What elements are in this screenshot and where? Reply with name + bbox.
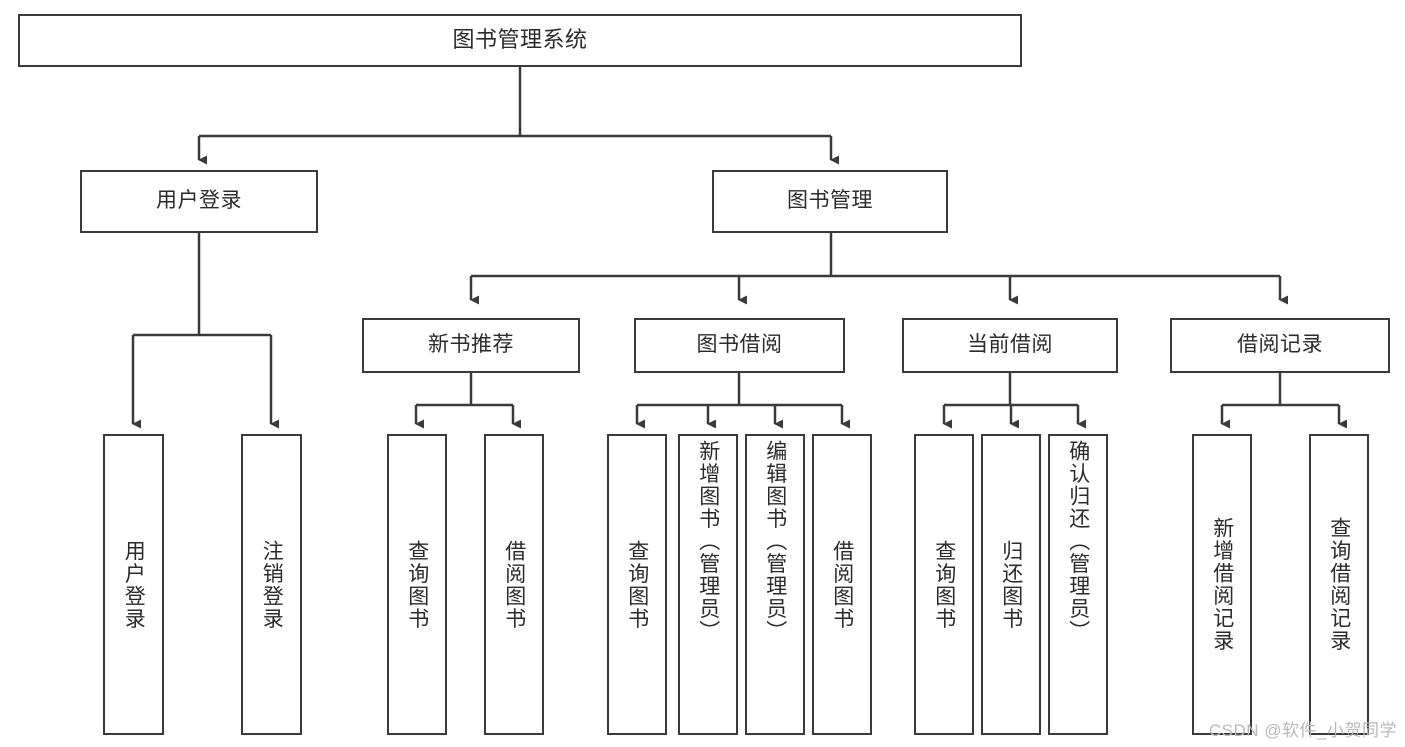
node-new-book-recommend[interactable]: 新书推荐 [362,318,580,373]
node-label: 借阅图书 [830,539,854,630]
node-borrow-record[interactable]: 借阅记录 [1170,318,1390,373]
node-label: 归还图书 [999,539,1023,630]
node-book-management-system[interactable]: 图书管理系统 [18,14,1022,67]
leaf-borrow-book[interactable]: 借阅图书 [812,434,872,735]
node-label: 图书借阅 [696,333,783,357]
node-label: 借阅图书 [502,539,526,630]
leaf-add-book-admin[interactable]: 新增图书（管理员） [678,434,738,735]
leaf-borrow-book-recommend[interactable]: 借阅图书 [484,434,544,735]
leaf-add-borrow-record[interactable]: 新增借阅记录 [1192,434,1252,735]
node-label: 用户登录 [122,539,146,630]
leaf-query-book-borrow[interactable]: 查询图书 [607,434,667,735]
leaf-edit-book-admin[interactable]: 编辑图书（管理员） [745,434,805,735]
node-label: 图书管理 [787,189,873,213]
node-label: 新增图书（管理员） [696,440,720,643]
node-label: 查询图书 [405,539,429,630]
node-label: 查询借阅记录 [1327,517,1351,652]
node-label: 图书管理系统 [452,27,588,53]
node-label: 借阅记录 [1237,333,1323,357]
leaf-query-book-current[interactable]: 查询图书 [914,434,974,735]
leaf-query-book-recommend[interactable]: 查询图书 [387,434,447,735]
node-label: 确认归还（管理员） [1066,440,1090,643]
node-current-borrow[interactable]: 当前借阅 [902,318,1118,373]
leaf-confirm-return-admin[interactable]: 确认归还（管理员） [1048,434,1108,735]
node-label: 查询图书 [932,539,956,630]
node-label: 用户登录 [156,189,242,213]
leaf-logout-login[interactable]: 注销登录 [241,434,302,735]
node-label: 查询图书 [625,539,649,630]
leaf-return-book[interactable]: 归还图书 [981,434,1041,735]
node-label: 编辑图书（管理员） [763,440,787,643]
node-label: 新书推荐 [428,333,514,357]
node-book-borrow[interactable]: 图书借阅 [634,318,845,373]
node-book-management[interactable]: 图书管理 [712,170,948,233]
node-label: 当前借阅 [967,333,1053,357]
node-label: 新增借阅记录 [1210,517,1234,652]
leaf-user-login[interactable]: 用户登录 [103,434,164,735]
node-user-login[interactable]: 用户登录 [80,170,318,233]
leaf-query-borrow-record[interactable]: 查询借阅记录 [1309,434,1369,735]
node-label: 注销登录 [260,539,284,630]
